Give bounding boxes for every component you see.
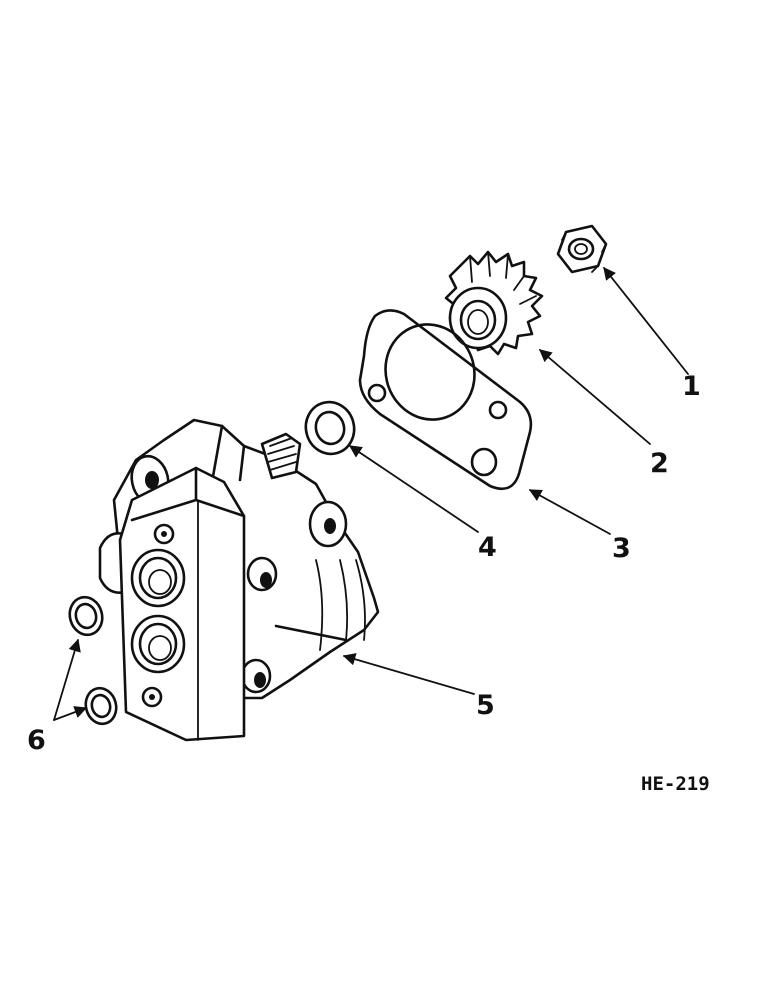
callout-4: 4 (478, 532, 497, 563)
o-rings-part (68, 595, 118, 726)
figure-reference: HE-219 (641, 773, 710, 795)
callout-6: 6 (27, 725, 46, 756)
leader-4 (348, 445, 479, 533)
leader-3 (528, 489, 611, 535)
leader-6b (53, 706, 88, 721)
leader-lines (53, 267, 689, 721)
callout-5: 5 (476, 690, 495, 721)
leader-6a (53, 638, 81, 721)
gasket-part (358, 309, 533, 491)
callout-3: 3 (612, 533, 631, 564)
washer-part (304, 400, 356, 456)
callout-1: 1 (682, 371, 701, 402)
gear-part (444, 250, 544, 356)
oil-pump-body-part (98, 418, 380, 742)
leader-5 (342, 653, 475, 695)
hex-nut-part (556, 224, 608, 274)
leader-2 (539, 349, 651, 445)
leader-1 (603, 267, 689, 375)
callout-2: 2 (650, 448, 669, 479)
